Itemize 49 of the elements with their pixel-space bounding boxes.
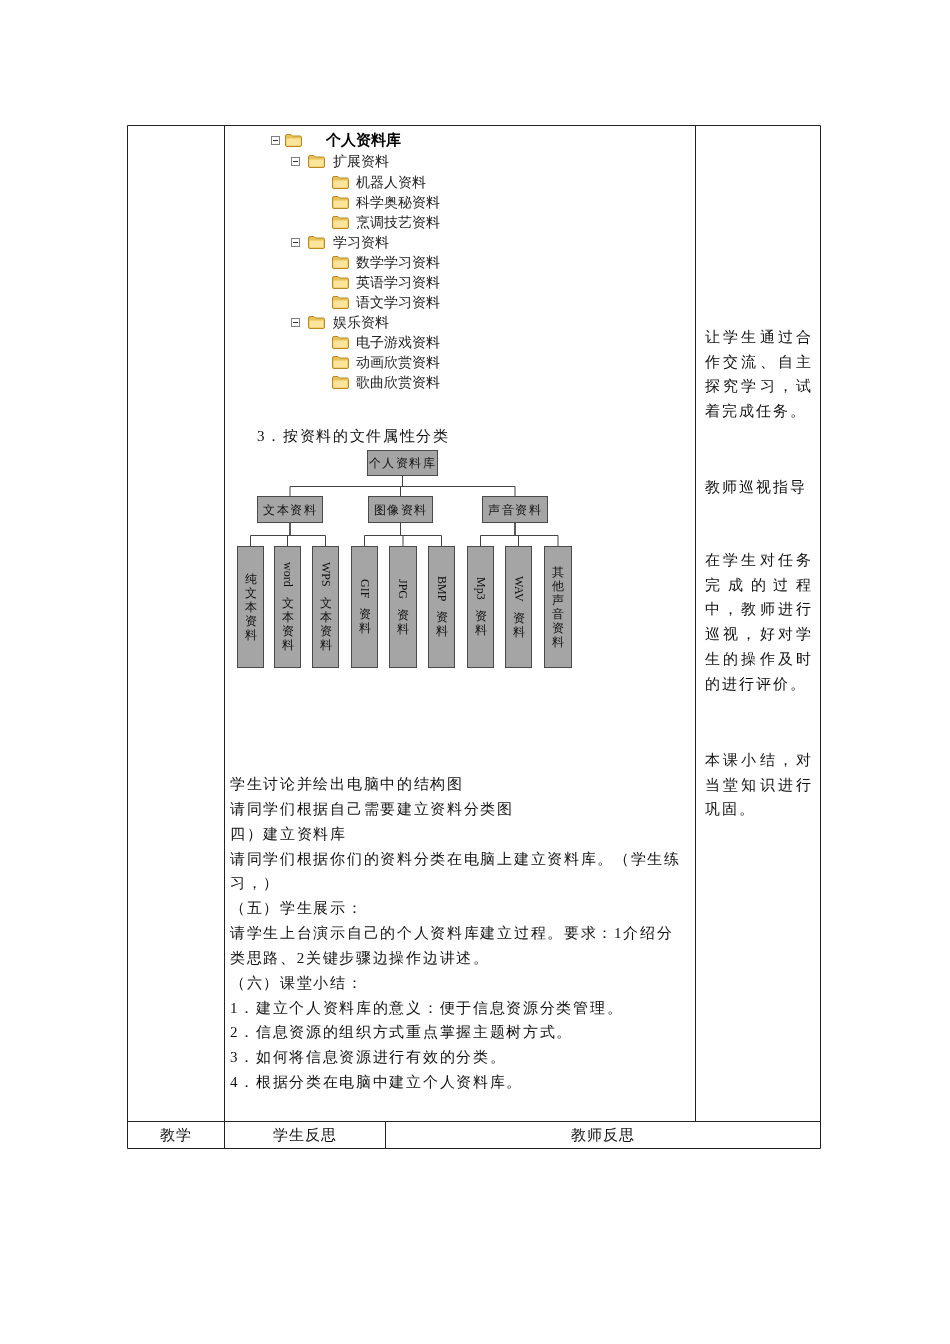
paragraph: 请同学们根据你们的资料分类在电脑上建立资料库。（学生练习，） <box>230 849 682 894</box>
folder-name: 个人资料库 <box>326 131 401 149</box>
category-box: BMP 资料 <box>428 546 455 668</box>
folder-name: 机器人资料 <box>356 173 426 191</box>
list-item: 2．信息资源的组织方式重点掌握主题树方式。 <box>230 1023 574 1043</box>
category-box: 其他声音资料 <box>544 546 572 668</box>
category-box: 声音资料 <box>482 496 548 523</box>
folder-name: 数学学习资料 <box>356 253 440 271</box>
column-header: 学生反思 <box>272 1126 337 1145</box>
folder-name: 学习资料 <box>333 233 389 251</box>
list-item: 4．根据分类在电脑中建立个人资料库。 <box>230 1073 524 1093</box>
paragraph: 请学生上台演示自己的个人资料库建立过程。要求：1介绍分类思路、2关键步骤边操作边讲述。 <box>230 924 675 968</box>
section-heading: （六）课堂小结： <box>230 973 364 993</box>
folder-name: 科学奥秘资料 <box>356 193 440 211</box>
category-box: JPG 资料 <box>389 546 417 668</box>
note-text: 让学生通过合作交流、自主探究学习，试着完成任务。 <box>705 328 813 422</box>
category-box: 文本资料 <box>257 496 323 523</box>
section-heading: 四）建立资料库 <box>230 824 347 844</box>
folder-name: 扩展资料 <box>333 152 389 170</box>
category-box: WPS 文本资料 <box>312 546 339 668</box>
folder-name: 英语学习资料 <box>356 273 440 291</box>
folder-name: 娱乐资料 <box>333 313 389 331</box>
folder-name: 歌曲欣赏资料 <box>356 373 440 391</box>
column-header: 教师反思 <box>570 1126 635 1145</box>
category-box: WAV 资料 <box>505 546 532 668</box>
list-item: 1．建立个人资料库的意义：便于信息资源分类管理。 <box>230 998 624 1018</box>
paragraph: 学生讨论并绘出电脑中的结构图 <box>230 775 464 794</box>
connector-line <box>289 522 326 547</box>
folder-name: 动画欣赏资料 <box>356 353 440 371</box>
list-item: 3．如何将信息资源进行有效的分类。 <box>230 1048 507 1068</box>
note-text: 在学生对任务完成的过程中，教师进行巡视，好对学生的操作及时的进行评价。 <box>705 551 813 694</box>
connector-line <box>402 475 516 497</box>
category-box: 个人资料库 <box>367 450 438 476</box>
paragraph: 请同学们根据自己需要建立资料分类图 <box>230 799 514 819</box>
folder-name: 烹调技艺资料 <box>356 213 440 231</box>
folder-name: 电子游戏资料 <box>356 333 440 351</box>
folder-name: 语文学习资料 <box>356 293 440 311</box>
category-box: word 文本资料 <box>274 546 301 668</box>
section-heading: （五）学生展示： <box>230 899 364 919</box>
connector-line <box>400 522 442 547</box>
category-box: GIF 资料 <box>351 546 378 668</box>
row-header: 教学 <box>159 1126 192 1145</box>
category-box: Mp3 资料 <box>467 546 494 668</box>
connector-line <box>514 522 559 547</box>
note-text: 本课小结，对当堂知识进行巩固。 <box>705 751 813 820</box>
category-box: 图像资料 <box>368 496 433 523</box>
note-text: 教师巡视指导 <box>705 478 808 497</box>
section-heading: 3．按资料的文件属性分类 <box>257 427 450 446</box>
category-box: 纯文本资料 <box>237 546 264 668</box>
